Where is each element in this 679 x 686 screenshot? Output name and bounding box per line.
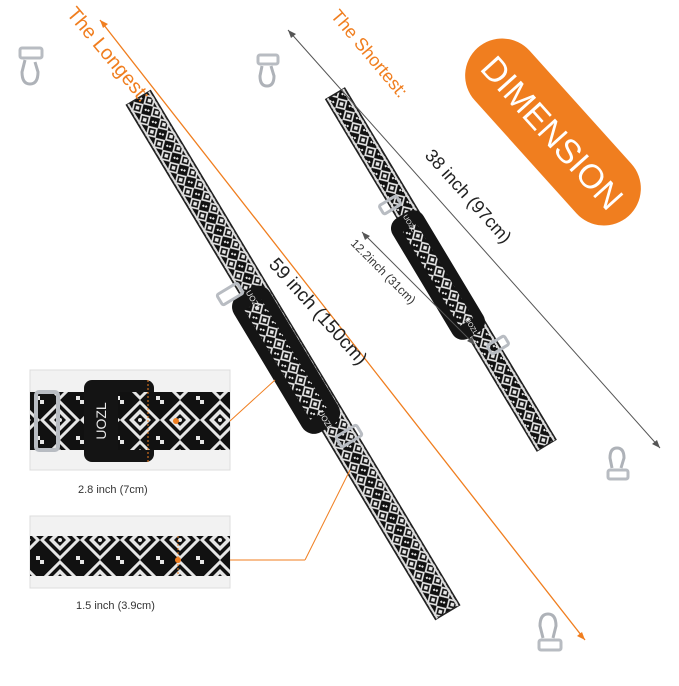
slider-buckle-icon bbox=[34, 390, 60, 452]
longest-label: The Longest: bbox=[62, 3, 154, 107]
strap-width-caption: 1.5 inch (3.9cm) bbox=[76, 600, 155, 612]
slider-buckle-icon bbox=[378, 194, 510, 356]
shortest-label: The Shortest: bbox=[327, 6, 412, 102]
long-strap-pad: UOZL UOZL bbox=[232, 285, 341, 434]
swivel-hook-icon bbox=[606, 446, 630, 481]
pad-dimension-line bbox=[361, 231, 476, 346]
short-strap-pad: UOZL UOZL bbox=[390, 210, 486, 340]
slider-buckle-icon bbox=[215, 281, 364, 449]
short-dimension-line bbox=[287, 29, 661, 449]
pad-detail-inset: UOZL bbox=[29, 369, 276, 471]
badge-text: DIMENSION bbox=[473, 49, 630, 218]
strap-detail-inset bbox=[29, 469, 351, 589]
swivel-hook-icon bbox=[18, 46, 44, 86]
swivel-hook-icon bbox=[537, 612, 563, 652]
swivel-hook-icon bbox=[256, 53, 280, 88]
pad-width-caption: 2.8 inch (7cm) bbox=[78, 484, 148, 496]
inset-brand: UOZL bbox=[93, 402, 109, 440]
long-dimension-line bbox=[99, 19, 586, 641]
